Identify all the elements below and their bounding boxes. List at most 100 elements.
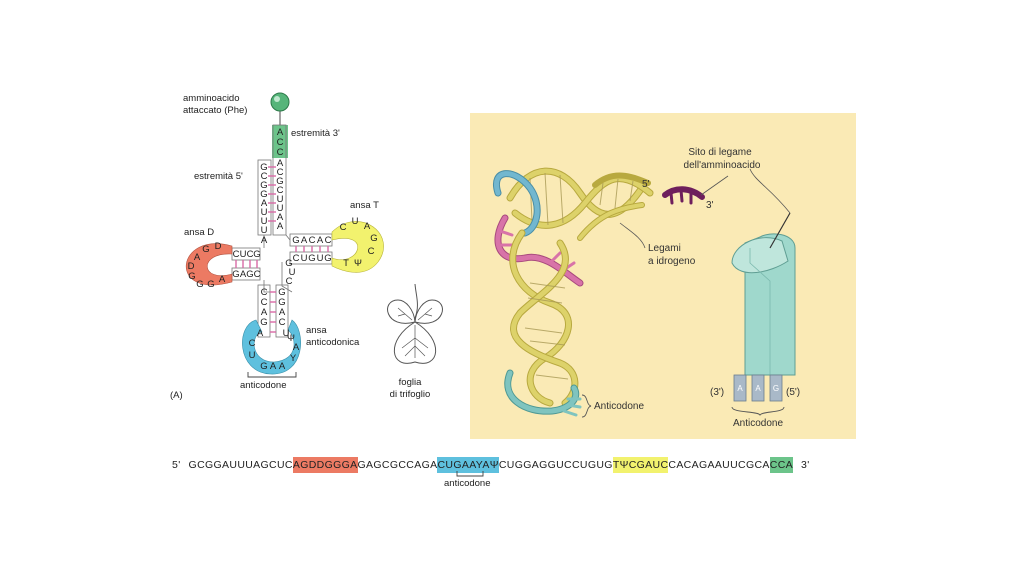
d-loop-base: G — [207, 279, 214, 290]
t-loop-base: U — [352, 216, 359, 227]
acceptor-base: U — [277, 203, 284, 214]
cloverleaf-diagram: A C C A C G C U U A A G C G G A U U U A … — [170, 92, 443, 401]
sequence-anticodon-bracket — [456, 471, 484, 477]
d-loop-base: A — [219, 274, 226, 285]
sequence-d-loop: AGDDGGGA — [292, 457, 358, 473]
t-arm-base: G — [324, 253, 331, 264]
cylinder-3prime-label: (3') — [710, 387, 724, 398]
cylinder-base: G — [773, 384, 779, 393]
d-loop-base: A — [194, 252, 201, 263]
acceptor-base: A — [277, 127, 284, 138]
t-loop-base: C — [368, 246, 375, 257]
t-arm-base: C — [293, 253, 300, 264]
anticodon-loop-base: U — [249, 350, 256, 361]
d-loop-base: D — [215, 241, 222, 252]
sequence-anticodon-label: anticodone — [444, 478, 491, 489]
sequence-cca-end: CCA — [769, 457, 794, 473]
anticodon-stem-base: G — [260, 317, 267, 328]
acceptor-base: C — [277, 137, 284, 148]
sequence-five-prime: 5' — [172, 459, 181, 471]
hydrogen-bonds-label: Legami — [648, 243, 681, 254]
d-arm-base: G — [246, 269, 253, 280]
acceptor-base: A — [277, 158, 284, 169]
t-arm-base: U — [301, 253, 308, 264]
five-prime-base: U — [261, 225, 268, 236]
cylinder-base: A — [737, 384, 743, 393]
anticodon-stem-base: G — [278, 297, 285, 308]
amino-acid-label: attaccato (Phe) — [183, 105, 247, 116]
anticodon-stem-base: C — [261, 287, 268, 298]
sequence-anticodon-loop: CUGAAYAΨ — [437, 457, 499, 473]
five-prime-base: U — [261, 207, 268, 218]
amino-acid-ball-icon — [270, 92, 290, 112]
d-loop-shape — [185, 243, 233, 286]
sequence-segment: CACAGAAUUCGCA — [668, 459, 770, 471]
five-prime-base: A — [261, 198, 268, 209]
t-arm-base: C — [309, 235, 316, 246]
t-arm-base: G — [292, 235, 299, 246]
variable-base: C — [286, 276, 293, 287]
three-prime-label: 3' — [706, 200, 714, 211]
t-loop-base: Ψ — [354, 258, 362, 269]
t-loop-base: G — [370, 233, 377, 244]
anticodon-loop-base: Ψ — [287, 333, 295, 344]
anticodon-stem-base: G — [278, 287, 285, 298]
t-loop-label: ansa T — [350, 200, 379, 211]
five-prime-base: G — [260, 180, 267, 191]
five-prime-base: U — [261, 216, 268, 227]
three-prime-end-label: estremità 3' — [291, 128, 340, 139]
cylinder-anticodon-label: Anticodone — [733, 418, 783, 429]
clover-leaf-icon — [387, 283, 443, 364]
anticodon-stem-base: A — [257, 328, 264, 339]
t-loop-base: T — [343, 258, 349, 269]
sequence-segment: GAGCGCCAGA — [357, 459, 438, 471]
five-prime-base: G — [260, 189, 267, 200]
variable-base: U — [289, 267, 296, 278]
anticodon-loop-label: ansa — [306, 325, 327, 336]
anticodon-stem-base: U — [283, 328, 290, 339]
t-arm-base: A — [317, 235, 324, 246]
acceptor-base: A — [277, 212, 284, 223]
d-arm-base: G — [253, 249, 260, 260]
acceptor-base: C — [277, 167, 284, 178]
d-arm-base: A — [240, 269, 247, 280]
d-arm-base: C — [247, 249, 254, 260]
t-arm-base: C — [325, 235, 332, 246]
five-prime-label: 5' — [642, 179, 650, 190]
anticodon-loop-base: A — [293, 342, 300, 353]
binding-site-label: dell'amminoacido — [684, 160, 761, 171]
d-arm-base: U — [240, 249, 247, 260]
variable-base: G — [285, 258, 292, 269]
five-prime-end-label: estremità 5' — [194, 171, 243, 182]
tertiary-structure-panel: 5' 3' Sito di legame dell'amminoacido Le… — [470, 113, 856, 439]
sequence-t-loop: TΨCGAUC — [612, 457, 669, 473]
hydrogen-bonds-label: a idrogeno — [648, 256, 696, 267]
acceptor-base: G — [276, 176, 283, 187]
t-arm-base: G — [308, 253, 315, 264]
anticodon-loop-base: Y — [290, 353, 297, 364]
five-prime-base: G — [260, 162, 267, 173]
cylinder-5prime-label: (5') — [786, 387, 800, 398]
binding-site-label: Sito di legame — [688, 147, 752, 158]
anticodon-stem-base: A — [279, 307, 286, 318]
anticodon-loop-base: A — [279, 361, 286, 372]
acceptor-base: C — [277, 147, 284, 158]
t-arm-base: A — [301, 235, 308, 246]
leaf-label: di trifoglio — [390, 389, 431, 400]
sequence-segment: CUGGAGGUCCUGUG — [498, 459, 613, 471]
five-prime-base: A — [261, 235, 268, 246]
anticodon-loop-base: G — [260, 361, 267, 372]
anticodon-loop-shape — [242, 319, 301, 375]
d-loop-base: G — [188, 271, 195, 282]
d-loop-label: ansa D — [184, 227, 214, 238]
anticodon-stem-base: C — [261, 297, 268, 308]
sequence-three-prime: 3' — [801, 459, 810, 471]
leaf-label: foglia — [399, 377, 422, 388]
anticodon-loop-base: C — [249, 338, 256, 349]
anticodon-3d-label: Anticodone — [594, 401, 644, 412]
d-loop-base: G — [196, 279, 203, 290]
amino-acid-label: amminoacido — [183, 93, 240, 104]
cylinder-base: A — [755, 384, 761, 393]
d-arm-base: C — [254, 269, 261, 280]
acceptor-base: C — [277, 185, 284, 196]
